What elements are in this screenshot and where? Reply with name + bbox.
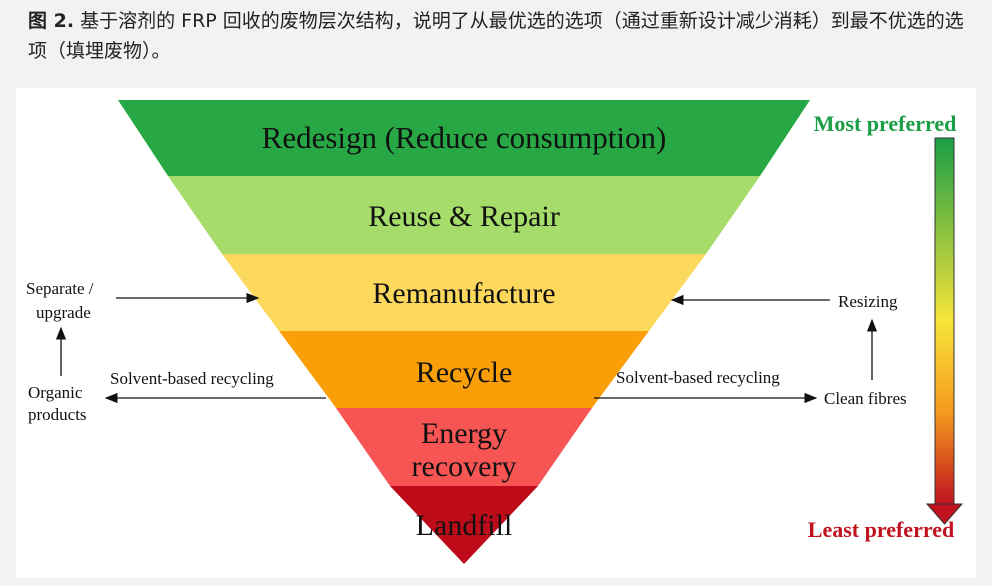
least-preferred-label: Least preferred bbox=[808, 517, 954, 542]
level-reuse-repair bbox=[168, 176, 760, 254]
left-organic-line1: Organic bbox=[28, 383, 83, 402]
left-solvent-label: Solvent-based recycling bbox=[110, 369, 274, 388]
left-organic-line2: products bbox=[28, 405, 87, 424]
level-remanufacture bbox=[222, 254, 706, 331]
level-redesign bbox=[118, 100, 810, 176]
level-recycle bbox=[279, 331, 649, 408]
most-preferred-label: Most preferred bbox=[814, 111, 957, 136]
right-clean-fibres: Clean fibres bbox=[824, 389, 907, 408]
figure-caption: 图 2. 基于溶剂的 FRP 回收的废物层次结构，说明了从最优选的选项（通过重新… bbox=[28, 6, 968, 66]
waste-hierarchy-diagram: Redesign (Reduce consumption) Reuse & Re… bbox=[26, 100, 964, 564]
level-label-energy-line2: recovery bbox=[412, 450, 517, 483]
preference-scale-arrowhead bbox=[925, 503, 964, 525]
level-label-remanufacture: Remanufacture bbox=[372, 277, 555, 310]
right-solvent-label: Solvent-based recycling bbox=[616, 368, 780, 387]
level-label-redesign: Redesign (Reduce consumption) bbox=[262, 120, 667, 155]
waste-hierarchy-figure: Redesign (Reduce consumption) Reuse & Re… bbox=[16, 88, 976, 578]
level-landfill bbox=[390, 486, 538, 564]
level-label-landfill: Landfill bbox=[416, 509, 513, 542]
caption-text: 基于溶剂的 FRP 回收的废物层次结构，说明了从最优选的选项（通过重新设计减少消… bbox=[28, 10, 964, 62]
level-label-recycle: Recycle bbox=[416, 356, 513, 389]
level-energy-recovery bbox=[336, 408, 592, 486]
level-label-reuse-repair: Reuse & Repair bbox=[368, 200, 560, 233]
right-resizing: Resizing bbox=[838, 292, 898, 311]
caption-label: 图 2. bbox=[28, 10, 75, 32]
left-separate-line1: Separate / bbox=[26, 279, 94, 298]
preference-scale-bar bbox=[934, 137, 955, 505]
level-label-energy-line1: Energy bbox=[421, 417, 507, 450]
left-separate-line2: upgrade bbox=[36, 303, 91, 322]
